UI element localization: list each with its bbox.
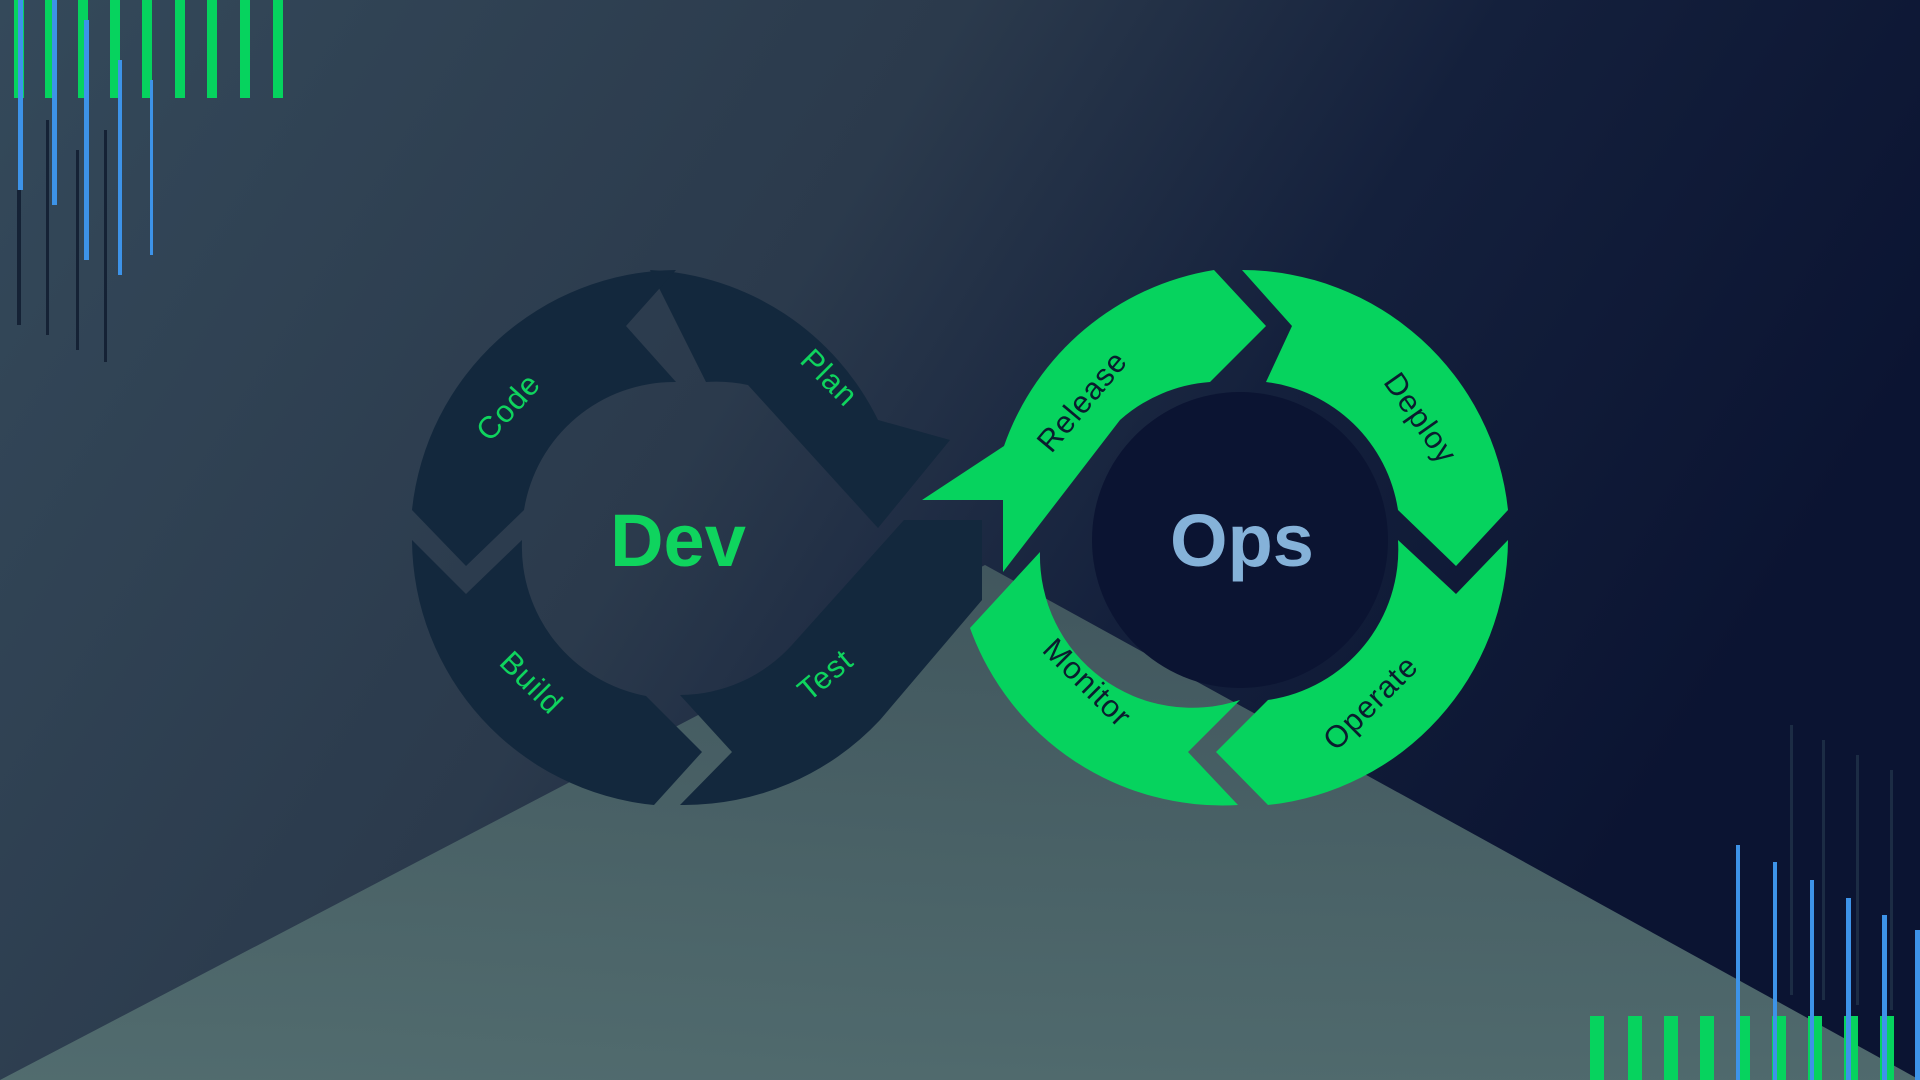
dev-title: Dev	[610, 499, 746, 582]
ops-hub	[1092, 392, 1388, 688]
monitor-segment	[970, 552, 1240, 806]
operate-segment	[1216, 540, 1508, 805]
build-segment	[412, 540, 702, 805]
ops-title: Ops	[1170, 499, 1314, 582]
ops-loop	[922, 270, 1508, 806]
code-segment	[412, 270, 676, 566]
deploy-segment	[1242, 270, 1508, 566]
release-segment	[922, 270, 1266, 572]
dev-loop	[412, 270, 982, 806]
decorative-bars-bottom-right	[1590, 725, 1920, 1080]
decorative-bars-top-left	[14, 0, 283, 362]
plan-segment	[650, 270, 950, 528]
test-segment	[680, 520, 982, 806]
background-lower-triangle	[0, 565, 1920, 1080]
